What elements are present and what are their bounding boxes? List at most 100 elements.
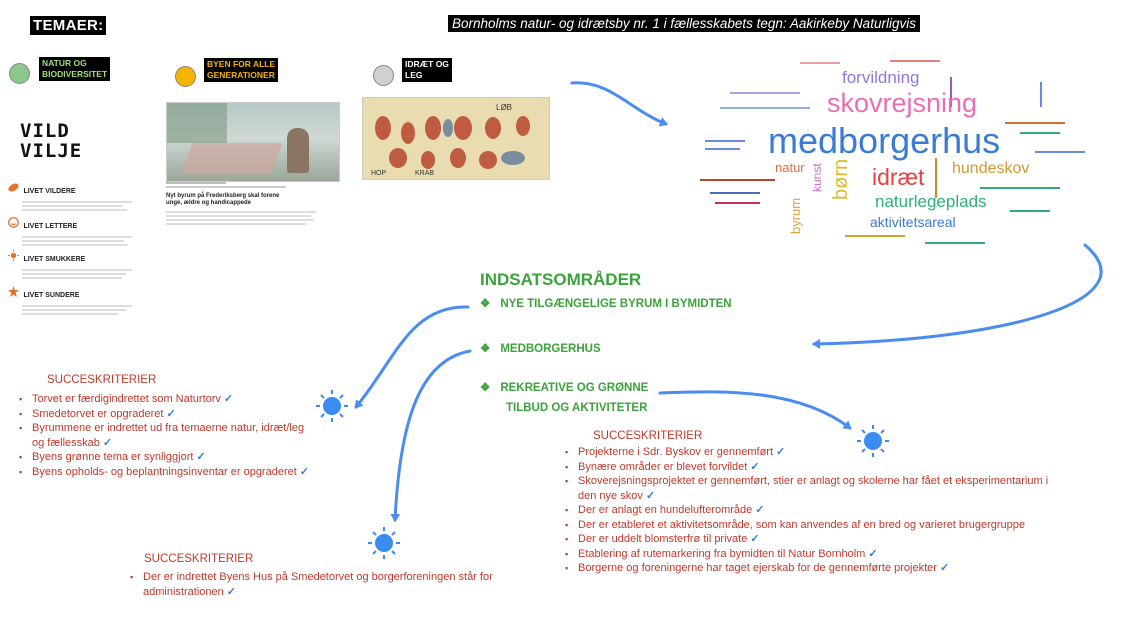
- succes-title: SUCCESKRITERIER: [47, 374, 157, 386]
- theme-label-byen: BYEN FOR ALLE GENERATIONER: [204, 58, 279, 82]
- succes-item: Der er uddelt blomsterfrø til private✓: [563, 532, 1063, 547]
- checkmark-icon: ✓: [299, 465, 310, 478]
- livet-title: LIVET LETTERE: [23, 223, 78, 230]
- succes-block-middle: SUCCESKRITERIER Der er indrettet Byens H…: [128, 553, 538, 599]
- livet-item: LIVET SMUKKERE: [8, 248, 132, 279]
- star-icon: [8, 286, 19, 297]
- checkmark-icon: ✓: [196, 451, 206, 463]
- checkmark-icon: ✓: [868, 547, 878, 560]
- person-figure: [287, 128, 309, 173]
- theme-label-line: BIODIVERSITET: [42, 69, 108, 79]
- succes-item: Der er anlagt en hundelufterområde✓: [563, 503, 1063, 518]
- page-headline: Bornholms natur- og idrætsby nr. 1 i fæl…: [448, 15, 920, 32]
- theme-label-line: IDRÆT OG: [405, 59, 449, 69]
- checkmark-icon: ✓: [755, 504, 765, 516]
- arrow-medborgerhus-to-middle-criteria: [390, 349, 472, 522]
- succes-item: Der er etableret et aktivitetsområde, so…: [563, 518, 1063, 533]
- theme-dot-byen: [175, 66, 196, 87]
- arrow-themes-to-wordcloud: [570, 81, 668, 127]
- livet-title: LIVET SUNDERE: [23, 292, 80, 299]
- theme-label-line: NATUR OG: [42, 58, 87, 68]
- childrens-drawing: LØB HOP KRAB: [362, 97, 550, 180]
- wc-word-forvildning: forvildning: [842, 68, 920, 87]
- livet-title: LIVET SMUKKERE: [23, 256, 86, 263]
- wc-word-hundeskov: hundeskov: [952, 160, 1030, 177]
- indsats-item-rekreative: ❖ REKREATIVE OG GRØNNE TILBUD OG AKTIVITE…: [480, 378, 676, 418]
- checkmark-icon: ✓: [102, 436, 113, 449]
- theme-label-natur: NATUR OG BIODIVERSITET: [39, 57, 111, 81]
- indsats-item-label: REKREATIVE OG GRØNNE TILBUD OG AKTIVITET…: [500, 382, 649, 414]
- diamond-bullet-icon: ❖: [480, 298, 491, 310]
- checkmark-icon: ✓: [223, 393, 234, 405]
- checkmark-icon: ✓: [645, 489, 656, 502]
- logo-line: VILD: [20, 120, 70, 142]
- diamond-bullet-icon: ❖: [480, 343, 491, 355]
- theme-dot-idraet: [373, 65, 394, 86]
- wc-word-idraet: idræt: [872, 164, 925, 190]
- succes-item: Etablering af rutemarkering fra bymidten…: [563, 547, 1063, 562]
- succes-list: Torvet er færdigindrettet som Naturtorv✓…: [17, 392, 317, 479]
- succes-title: SUCCESKRITERIER: [144, 553, 254, 565]
- drawing-label: HOP: [371, 170, 387, 177]
- theme-label-line: LEG: [405, 70, 423, 80]
- indsats-item-medborgerhus: ❖ MEDBORGERHUS: [480, 341, 601, 355]
- arrow-wordcloud-to-medborgerhus: [812, 243, 1103, 349]
- drawing-figures: LØB HOP KRAB: [371, 103, 530, 177]
- checkmark-icon: ✓: [226, 585, 236, 598]
- succes-item: Smedetorvet er opgraderet✓: [17, 407, 317, 422]
- indsats-item-byrum: ❖ NYE TILGÆNGELIGE BYRUM I BYMIDTEN: [480, 296, 732, 310]
- logo-line: VILJE: [20, 140, 83, 162]
- wc-word-aktivitetsareal: aktivitetsareal: [870, 214, 956, 230]
- word-cloud: forvildning skovrejsning medborgerhus na…: [690, 52, 1090, 252]
- drawing-label: KRAB: [415, 170, 434, 177]
- vild-vilje-logo: VILD VILJE: [20, 121, 82, 161]
- article-snippet: Nyt byrum på Frederiksberg skal forene u…: [166, 182, 338, 240]
- theme-dot-natur: [9, 63, 30, 84]
- wc-word-naturlegeplads: naturlegeplads: [875, 192, 987, 211]
- succes-item: Torvet er færdigindrettet som Naturtorv✓: [17, 392, 317, 407]
- smiley-icon: [8, 217, 19, 228]
- succes-item: Projekterne i Sdr. Byskov er gennemført✓: [563, 445, 1063, 460]
- indsats-title: INDSATSOMRÅDER: [480, 270, 642, 289]
- checkmark-icon: ✓: [750, 533, 760, 545]
- checkmark-icon: ✓: [776, 446, 786, 458]
- livet-item: LIVET VILDERE: [8, 180, 132, 211]
- arrow-rekreative-to-right-criteria: [658, 390, 852, 430]
- succes-item: Byrummene er indrettet ud fra temaerne n…: [17, 421, 317, 450]
- succes-list: Projekterne i Sdr. Byskov er gennemført✓…: [563, 445, 1063, 576]
- livet-item: LIVET SUNDERE: [8, 284, 132, 315]
- article-heading: Nyt byrum på Frederiksberg skal forene u…: [166, 193, 280, 206]
- sun-icon: [857, 425, 889, 457]
- sun-icon: [368, 527, 400, 559]
- plaza-photo: [166, 102, 340, 182]
- livet-title: LIVET VILDERE: [23, 188, 76, 195]
- wc-word-skovrejsning: skovrejsning: [827, 88, 978, 118]
- indsats-item-label: MEDBORGERHUS: [500, 343, 601, 355]
- succes-item: Byens grønne tema er synliggjort✓: [17, 450, 317, 465]
- themes-header: TEMAER:: [30, 16, 107, 35]
- succes-block-right: SUCCESKRITERIER Projekterne i Sdr. Bysko…: [563, 430, 1063, 576]
- succes-item: Byens opholds- og beplantningsinventar e…: [17, 465, 317, 480]
- wc-word-medborgerhus: medborgerhus: [768, 120, 1001, 161]
- theme-label-idraet: IDRÆT OG LEG: [402, 58, 452, 82]
- theme-label-line: GENERATIONER: [207, 70, 275, 80]
- checkmark-icon: ✓: [939, 562, 950, 574]
- succes-list: Der er indrettet Byens Hus på Smedetorve…: [128, 570, 538, 599]
- diamond-bullet-icon: ❖: [480, 382, 491, 394]
- succes-item: Der er indrettet Byens Hus på Smedetorve…: [128, 570, 543, 599]
- succes-item: Bynære områder er blevet forvildet✓: [563, 460, 1063, 475]
- succes-item: Skoverejsningsprojektet er gennemført, s…: [563, 474, 1063, 503]
- sun-icon: [8, 250, 19, 261]
- theme-label-line: BYEN FOR ALLE: [207, 59, 276, 69]
- checkmark-icon: ✓: [750, 460, 760, 473]
- succes-title: SUCCESKRITERIER: [593, 430, 703, 442]
- sun-icon: [316, 390, 348, 422]
- checkmark-icon: ✓: [166, 407, 176, 420]
- livet-item: LIVET LETTERE: [8, 215, 132, 246]
- wc-word-natur: natur: [775, 160, 805, 175]
- succes-block-left: SUCCESKRITERIER Torvet er færdigindrette…: [17, 374, 317, 479]
- drawing-label: LØB: [496, 103, 512, 112]
- leaf-icon: [8, 183, 19, 192]
- indsats-item-label: NYE TILGÆNGELIGE BYRUM I BYMIDTEN: [500, 298, 732, 310]
